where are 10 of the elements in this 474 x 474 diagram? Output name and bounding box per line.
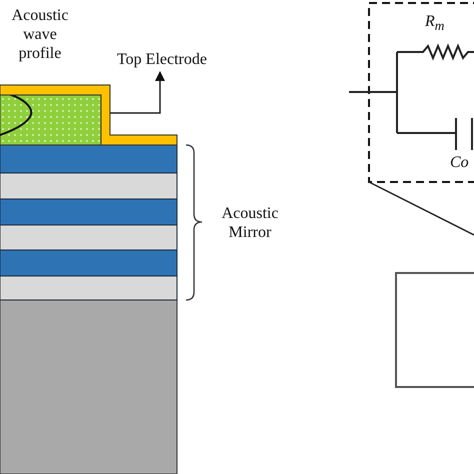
callout-text: Acoustic Mirror <box>220 204 280 242</box>
leader-arrow <box>110 71 165 114</box>
box <box>395 272 474 388</box>
component-label: R$_{m}$ <box>425 12 446 36</box>
callout-text: Acoustic wave profile <box>10 6 70 63</box>
dashed-box <box>368 2 474 183</box>
connector-line <box>368 181 474 236</box>
callout-text: Top Electrode <box>106 50 218 69</box>
top-electrode <box>0 84 178 146</box>
component-label: Co <box>450 153 470 172</box>
